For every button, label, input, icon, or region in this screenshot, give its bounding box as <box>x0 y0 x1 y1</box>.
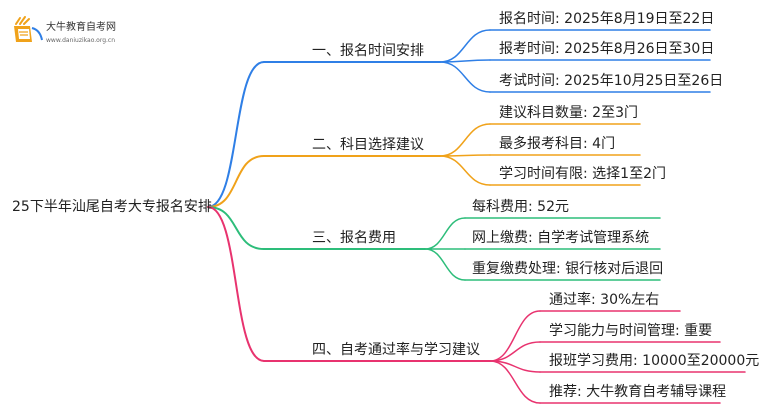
branch-3-label: 三、报名费用 <box>312 230 396 246</box>
leaf-4-3: 报班学习费用: 10000至20000元 <box>549 353 759 369</box>
leaf-2-3: 学习时间有限: 选择1至2门 <box>499 166 666 182</box>
logo-url: www.daniuzikao.org.cn <box>46 37 116 44</box>
logo-title: 大牛教育自考网 <box>46 22 116 33</box>
leaf-2-3-connector <box>439 155 491 186</box>
leaf-4-2-connector <box>489 341 541 362</box>
leaf-2-1-connector <box>439 123 491 157</box>
leaf-1-1: 报名时间: 2025年8月19日至22日 <box>499 11 715 27</box>
leaf-4-1: 通过率: 30%左右 <box>549 292 660 308</box>
book-icon <box>14 16 43 42</box>
leaf-3-1: 每科费用: 52元 <box>472 199 569 215</box>
branch-1-connector <box>207 61 265 208</box>
branch-2-connector <box>207 155 265 208</box>
leaf-3-3-connector <box>424 248 466 281</box>
leaf-3-3: 重复缴费处理: 银行核对后退回 <box>472 261 664 277</box>
leaf-1-3-connector <box>439 61 491 93</box>
leaf-3-1-connector <box>424 217 466 250</box>
leaf-4-1-connector <box>489 310 541 362</box>
leaf-2-1: 建议科目数量: 2至3门 <box>499 105 638 121</box>
branch-2-label: 二、科目选择建议 <box>312 137 424 153</box>
leaf-4-2: 学习能力与时间管理: 重要 <box>549 323 713 339</box>
leaf-2-2: 最多报考科目: 4门 <box>499 136 616 152</box>
root-topic: 25下半年汕尾自考大专报名安排 <box>12 199 212 215</box>
branch-4-label: 四、自考通过率与学习建议 <box>312 342 480 358</box>
leaf-1-2: 报考时间: 2025年8月26日至30日 <box>499 41 715 57</box>
leaf-3-2: 网上缴费: 自学考试管理系统 <box>472 230 650 246</box>
leaf-1-1-connector <box>439 29 491 63</box>
branch-1-label: 一、报名时间安排 <box>312 43 424 59</box>
branch-4-connector <box>207 206 265 362</box>
branch-3-connector <box>207 206 265 250</box>
site-logo <box>10 16 150 46</box>
leaf-4-4-connector <box>489 360 541 404</box>
leaf-1-3: 考试时间: 2025年10月25日至26日 <box>499 73 724 89</box>
leaf-4-4: 推荐: 大牛教育自考辅导课程 <box>549 384 727 400</box>
